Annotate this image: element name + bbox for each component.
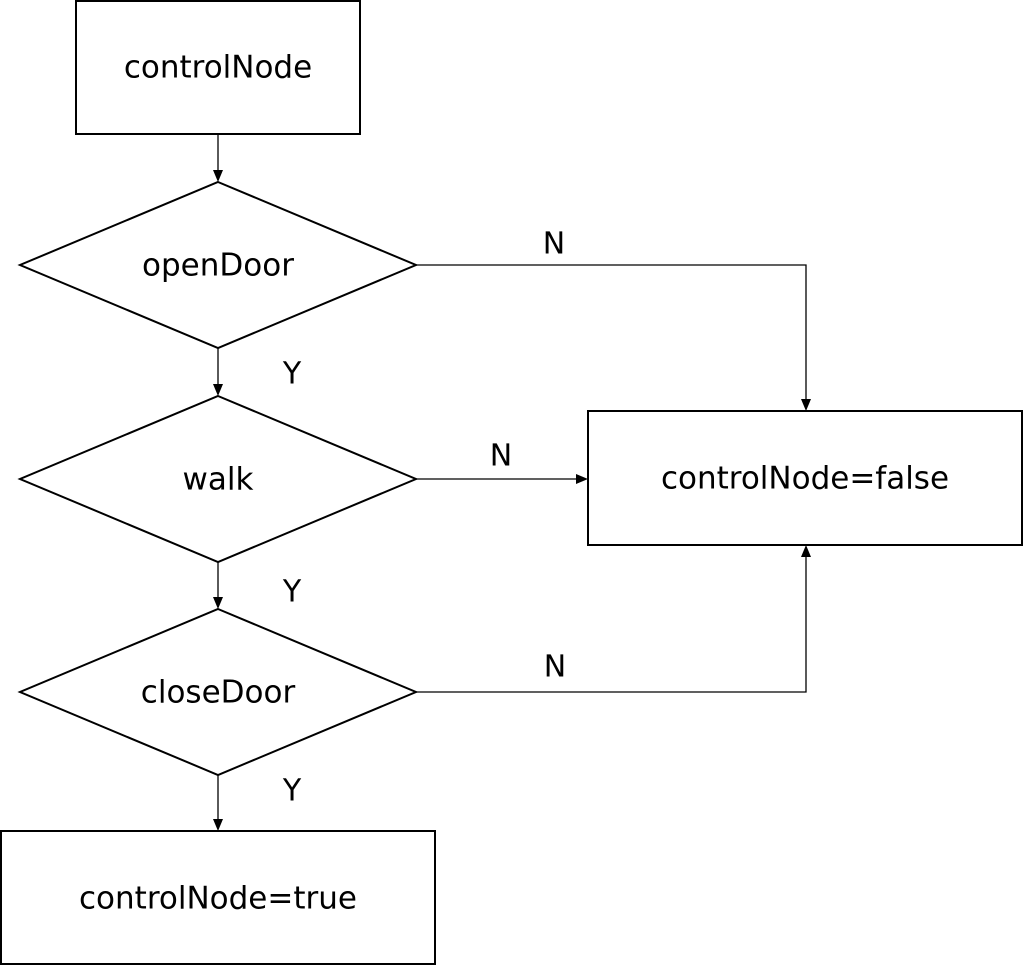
node-control-node: controlNode	[75, 0, 361, 135]
edge-open-door-no-arrowhead	[801, 399, 811, 411]
edge-walk-yes-arrowhead	[213, 597, 223, 609]
edge-walk-no: N	[416, 439, 588, 484]
decision-walk: walk	[17, 394, 419, 564]
edge-close-door-no: N	[416, 545, 811, 693]
edge-close-door-no-arrowhead	[801, 545, 811, 557]
decision-open-door: openDoor	[17, 180, 419, 350]
edge-close-door-no-label: N	[544, 650, 566, 685]
edge-open-door-yes-arrowhead	[213, 384, 223, 396]
edge-open-door-yes-label: Y	[282, 357, 302, 392]
edge-start-to-open-door	[213, 134, 223, 182]
edge-walk-yes: Y	[213, 562, 302, 610]
node-control-node-false: controlNode=false	[587, 410, 1023, 546]
node-control-node-true-label: controlNode=true	[79, 881, 357, 917]
edge-open-door-no-label: N	[543, 227, 565, 262]
edge-start-arrowhead	[213, 170, 223, 182]
decision-walk-label: walk	[183, 462, 254, 498]
edge-open-door-yes: Y	[213, 348, 302, 396]
edge-open-door-no: N	[416, 227, 811, 411]
edge-close-door-yes-label: Y	[282, 774, 302, 809]
node-control-node-true: controlNode=true	[0, 830, 436, 965]
decision-open-door-label: openDoor	[142, 248, 294, 284]
edge-close-door-yes: Y	[213, 774, 302, 831]
edge-walk-no-arrowhead	[576, 474, 588, 484]
edge-walk-no-label: N	[490, 439, 512, 474]
edge-walk-yes-label: Y	[282, 575, 302, 610]
decision-close-door-label: closeDoor	[141, 675, 296, 711]
decision-close-door: closeDoor	[17, 607, 419, 777]
edge-close-door-yes-arrowhead	[213, 819, 223, 831]
node-control-node-false-label: controlNode=false	[661, 461, 949, 497]
node-control-node-label: controlNode	[124, 50, 312, 86]
